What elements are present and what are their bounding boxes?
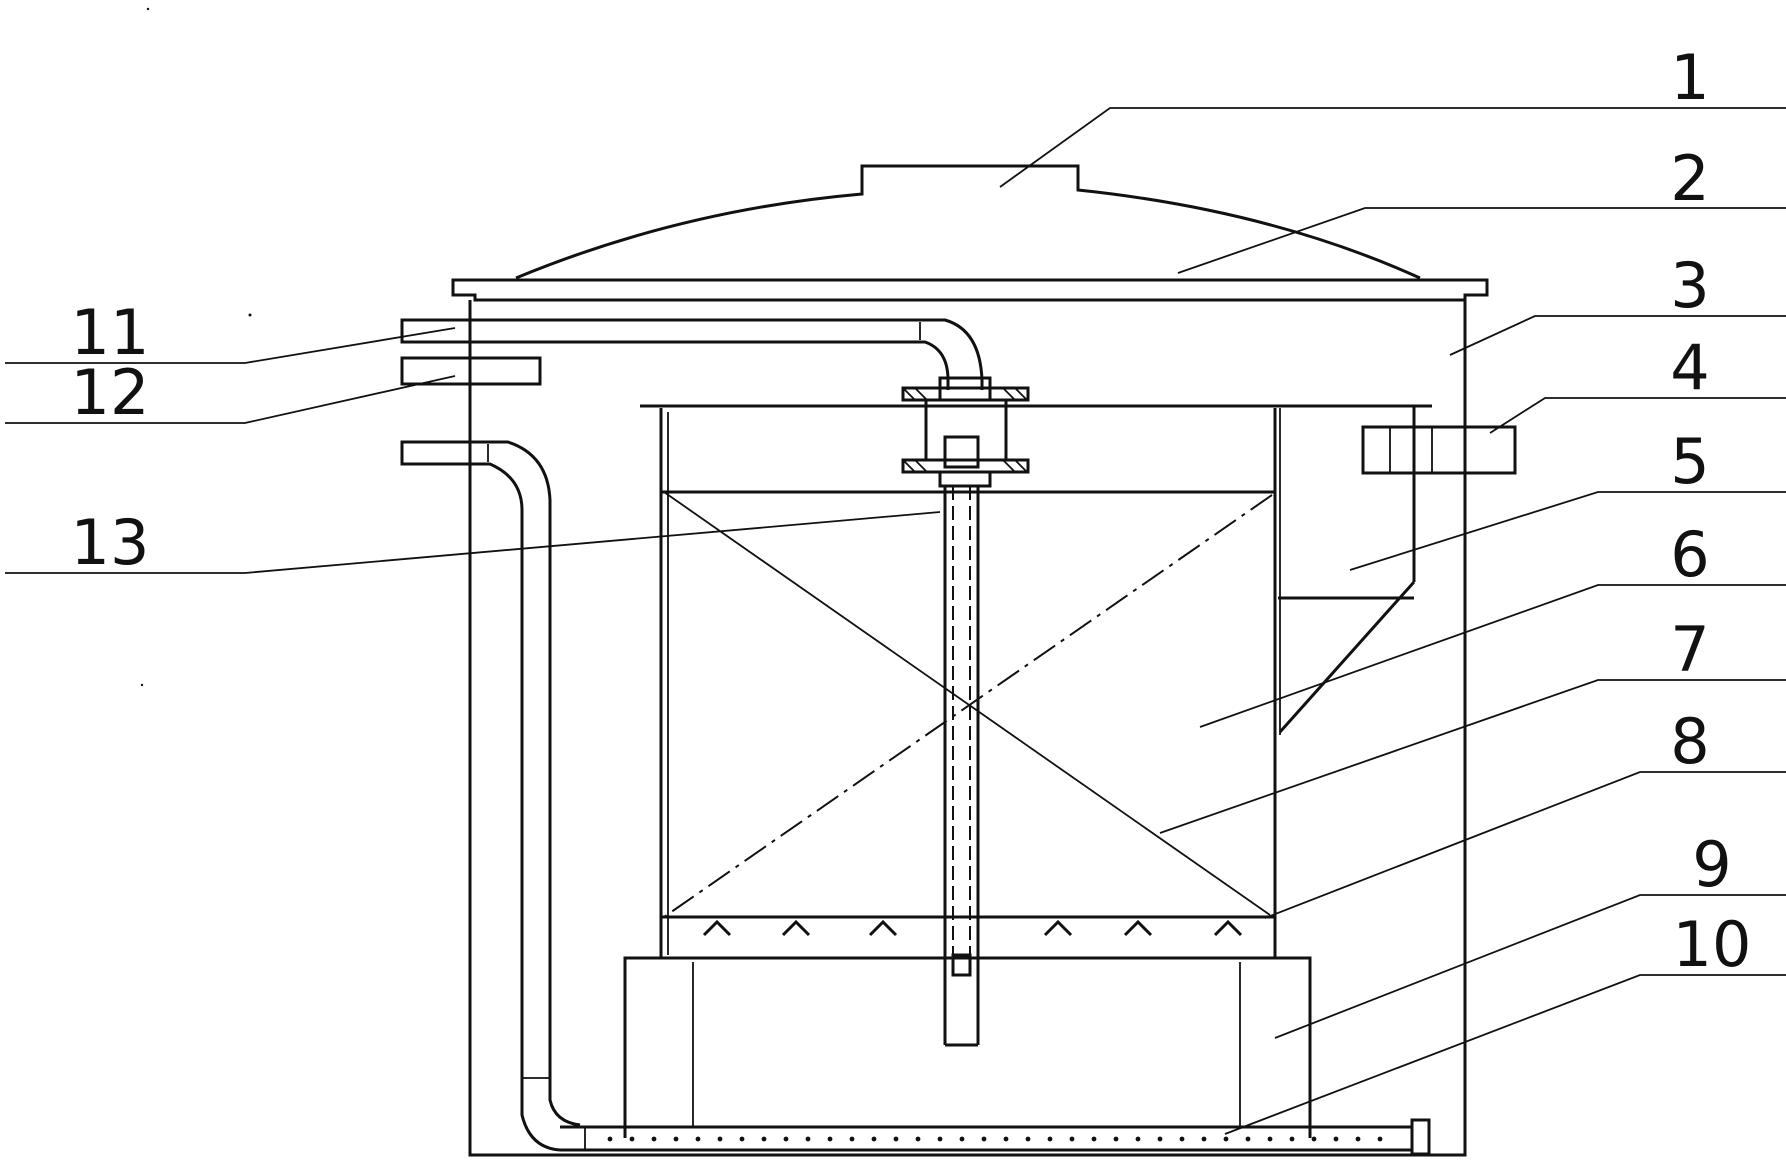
distributor-hole	[1069, 1136, 1075, 1142]
distributor-holes	[607, 1136, 1383, 1142]
callout-1: 1	[1670, 41, 1709, 114]
reactor-vessel	[640, 404, 1432, 960]
speck	[248, 313, 252, 317]
callout-3: 3	[1670, 249, 1709, 322]
distributor-hole	[1245, 1136, 1251, 1142]
callout-5: 5	[1670, 425, 1709, 498]
distributor-hole	[761, 1136, 767, 1142]
callout-7: 7	[1670, 613, 1709, 686]
distributor-hole	[827, 1136, 833, 1142]
distributor-hole	[893, 1136, 899, 1142]
pipe-stub-12	[400, 356, 542, 386]
chevron-mark	[1213, 919, 1243, 937]
chevron-mark	[702, 919, 732, 937]
dome-lid	[451, 164, 1489, 302]
distributor-hole	[805, 1136, 811, 1142]
distributor-hole	[1377, 1136, 1383, 1142]
distributor-hole	[783, 1136, 789, 1142]
distributor-hole	[1135, 1136, 1141, 1142]
perforated-distributor-pipe	[560, 1118, 1431, 1156]
callout-11: 11	[71, 296, 150, 369]
distributor-hole	[673, 1136, 679, 1142]
distributor-hole	[871, 1136, 877, 1142]
distributor-hole	[717, 1136, 723, 1142]
support-base	[623, 956, 1312, 1138]
distributor-hole	[915, 1136, 921, 1142]
distributor-hole	[1289, 1136, 1295, 1142]
distributor-hole	[1355, 1136, 1361, 1142]
callout-2: 2	[1670, 142, 1709, 215]
distributor-hole	[1157, 1136, 1163, 1142]
distributor-hole	[1201, 1136, 1207, 1142]
callout-9: 9	[1692, 828, 1731, 901]
distributor-hole	[1091, 1136, 1097, 1142]
distributor-hole	[1113, 1136, 1119, 1142]
callout-10: 10	[1673, 908, 1752, 981]
distributor-hole	[849, 1136, 855, 1142]
distributor-hole	[981, 1136, 987, 1142]
distributor-hole	[1267, 1136, 1273, 1142]
distributor-hole	[1333, 1136, 1339, 1142]
distributor-hole	[1311, 1136, 1317, 1142]
distributor-hole	[651, 1136, 657, 1142]
inlet-pipe-11	[400, 318, 1030, 1047]
distributor-hole	[937, 1136, 943, 1142]
distributor-hole	[1179, 1136, 1185, 1142]
distributor-hole	[1025, 1136, 1031, 1142]
distributor-hole	[1003, 1136, 1009, 1142]
overflow-trough	[1278, 406, 1416, 735]
callout-13: 13	[71, 506, 150, 579]
chevron-mark	[781, 919, 811, 937]
distributor-hole	[607, 1136, 613, 1142]
distributor-hole	[695, 1136, 701, 1142]
outlet-pipe-4	[1361, 425, 1517, 475]
outer-tank	[468, 300, 1467, 1157]
chevron-mark	[1043, 919, 1073, 937]
distributor-hole	[959, 1136, 965, 1142]
leader-lines	[5, 107, 1786, 1135]
speck	[146, 7, 150, 11]
callout-labels: 1 2 3 4 5 6 7 8 9 10 11 12 13	[71, 41, 1752, 981]
chevron-mark	[868, 919, 898, 937]
distributor-hole	[1223, 1136, 1229, 1142]
callout-6: 6	[1670, 518, 1709, 591]
speck	[140, 683, 144, 687]
support-grid-chevrons	[702, 919, 1243, 937]
callout-4: 4	[1670, 331, 1709, 404]
distributor-hole	[739, 1136, 745, 1142]
callout-8: 8	[1670, 705, 1709, 778]
chevron-mark	[1123, 919, 1153, 937]
distributor-hole	[1047, 1136, 1053, 1142]
callout-12: 12	[71, 356, 150, 429]
distributor-hole	[629, 1136, 635, 1142]
down-pipe	[400, 440, 581, 1152]
